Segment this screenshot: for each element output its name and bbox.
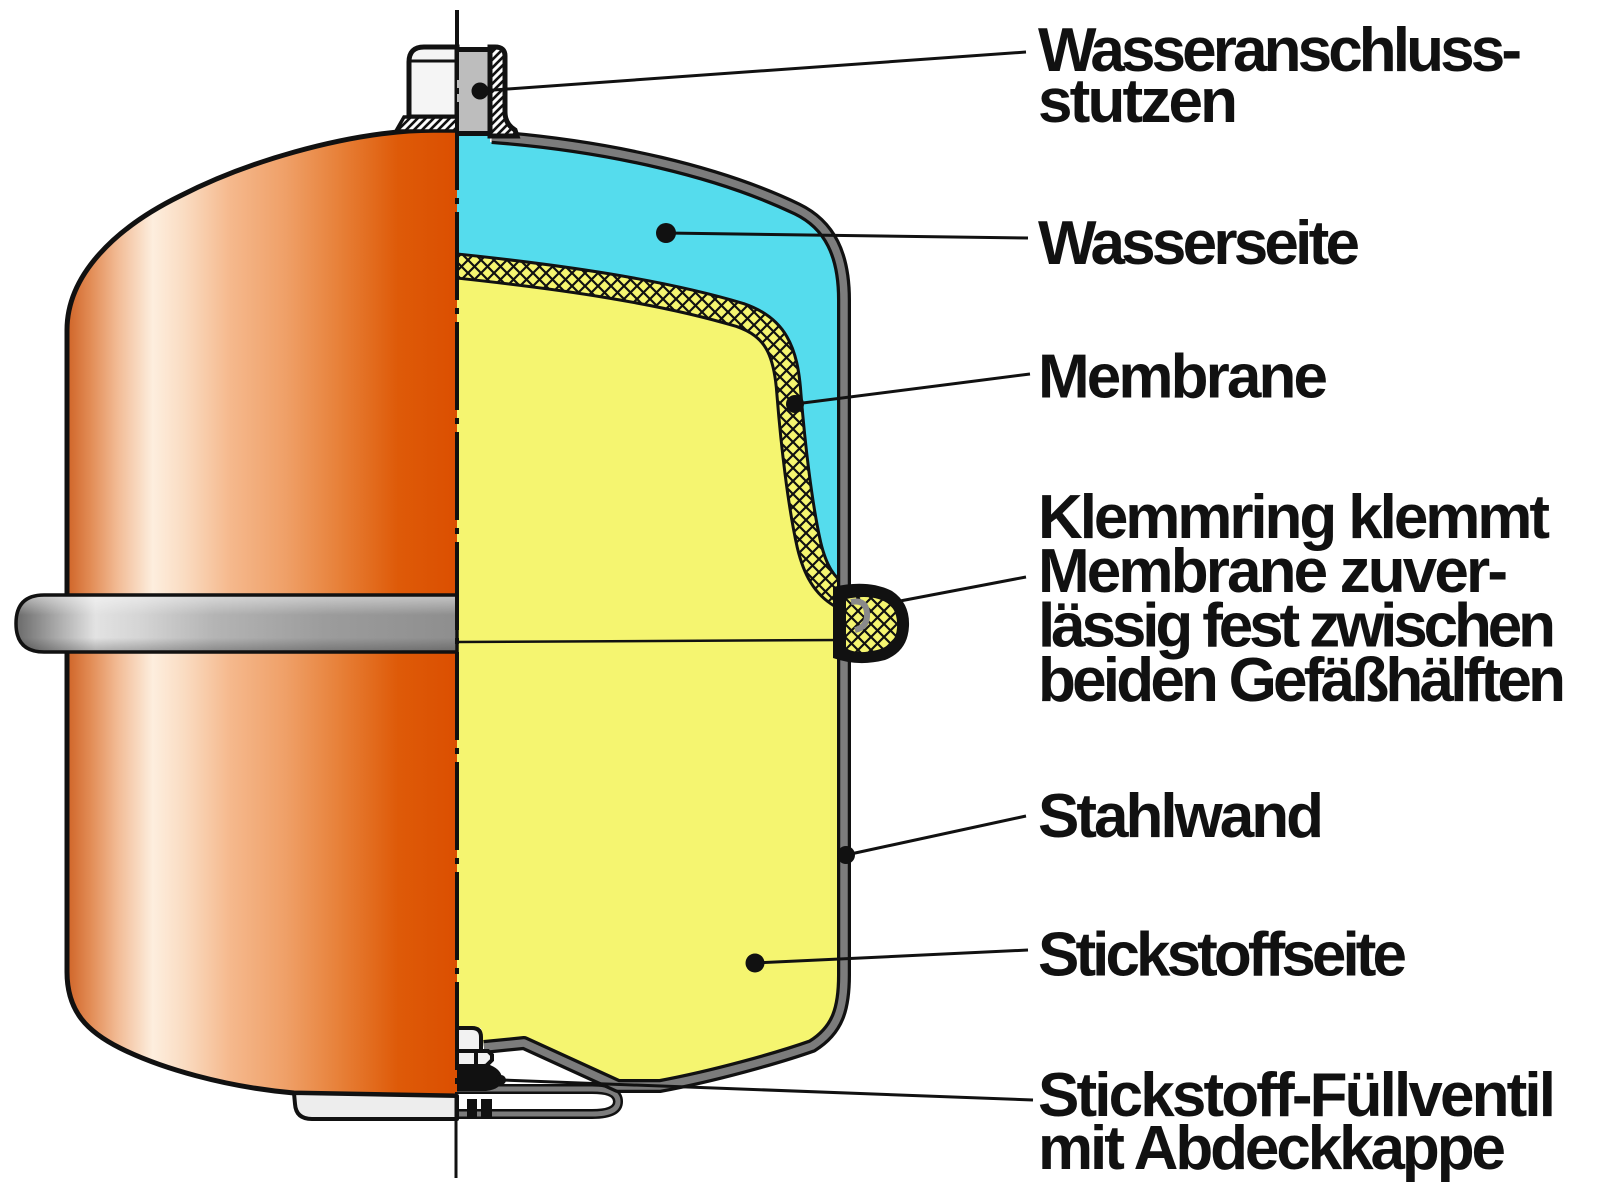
svg-text:lässig fest zwischen: lässig fest zwischen (1038, 592, 1556, 661)
svg-text:Membrane zuver-: Membrane zuver- (1038, 537, 1508, 606)
svg-text:Stickstoff-Füllventil: Stickstoff-Füllventil (1038, 1061, 1556, 1130)
svg-text:Membrane: Membrane (1038, 343, 1328, 412)
svg-text:stutzen: stutzen (1038, 67, 1238, 136)
svg-text:beiden Gefäßhälften: beiden Gefäßhälften (1038, 646, 1566, 715)
svg-text:mit Abdeckkappe: mit Abdeckkappe (1038, 1114, 1506, 1183)
svg-text:Stickstoffseite: Stickstoffseite (1038, 921, 1407, 990)
svg-text:Stahlwand: Stahlwand (1038, 782, 1324, 851)
svg-text:Wasseranschluss-: Wasseranschluss- (1038, 16, 1522, 85)
svg-text:Klemmring klemmt: Klemmring klemmt (1038, 483, 1550, 552)
svg-text:Wasserseite: Wasserseite (1038, 209, 1360, 278)
